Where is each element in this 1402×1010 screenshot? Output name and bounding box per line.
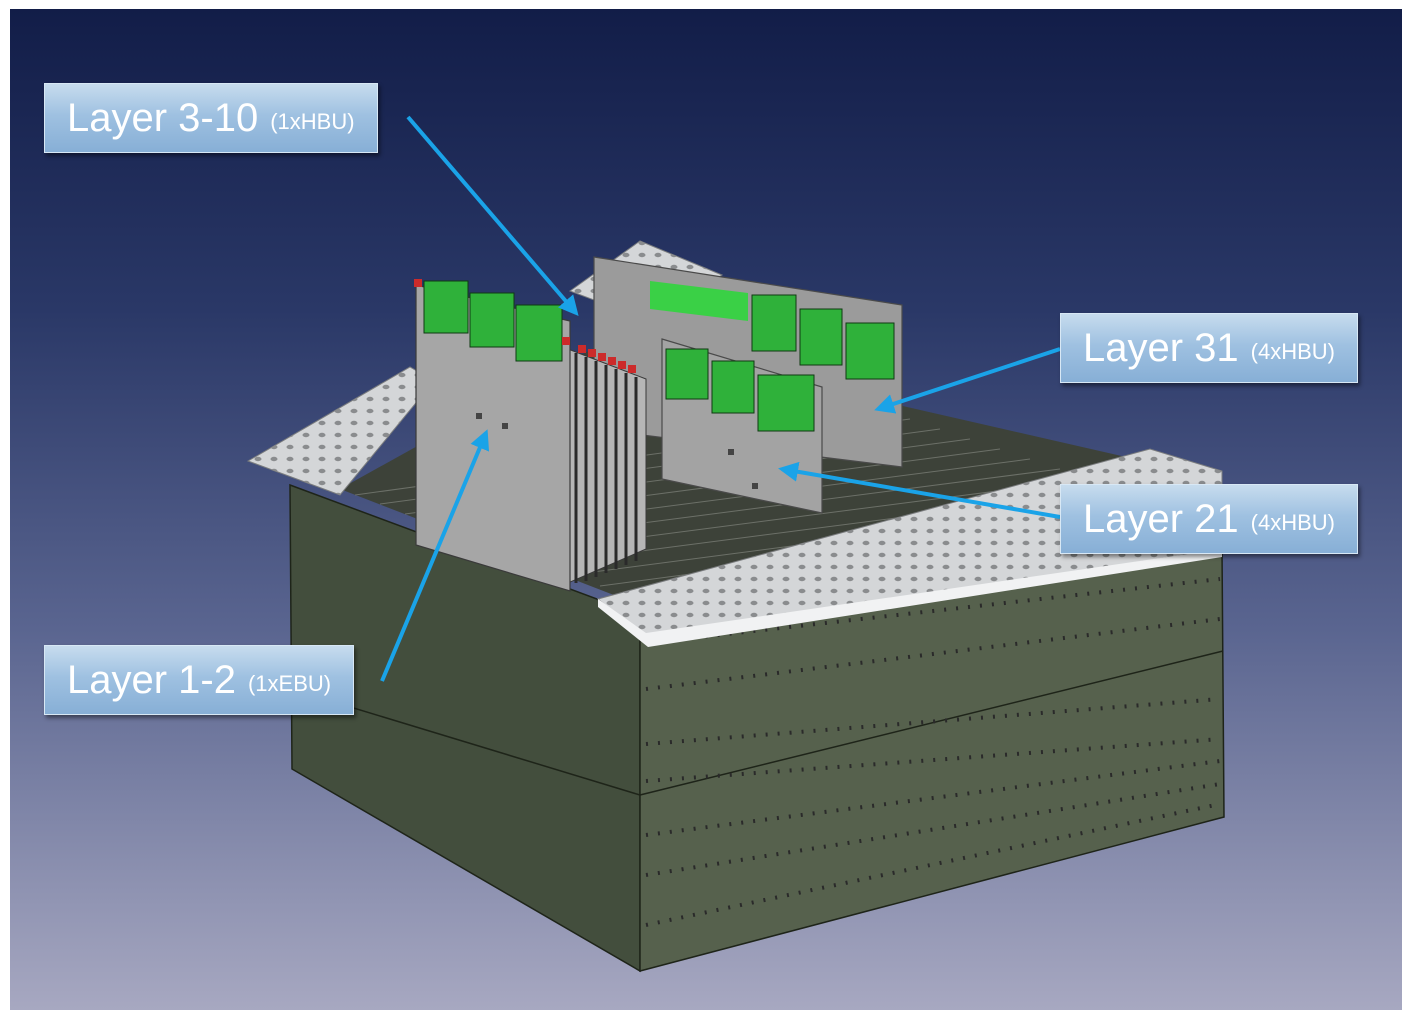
callout-layer-3-10-title: Layer 3-10 bbox=[67, 95, 259, 140]
panel-connectors bbox=[476, 413, 758, 489]
callout-layer-21-title: Layer 21 bbox=[1083, 496, 1239, 541]
arrow-layer-1-2 bbox=[380, 429, 490, 682]
callout-layer-3-10-detail: (1xHBU) bbox=[270, 109, 355, 134]
callout-layer-21: Layer 21 (4xHBU) bbox=[1060, 484, 1359, 554]
callout-layer-1-2-detail: (1xEBU) bbox=[247, 671, 332, 696]
callout-layer-1-2: Layer 1-2 (1xEBU) bbox=[44, 645, 355, 715]
callout-layer-3-10: Layer 3-10 (1xHBU) bbox=[44, 83, 378, 153]
arrow-layer-31 bbox=[874, 347, 1061, 414]
hbu-boards-layer-21 bbox=[665, 348, 815, 432]
top-plate-left-holes bbox=[248, 367, 434, 495]
front-seam bbox=[639, 650, 1224, 796]
callout-layer-31: Layer 31 (4xHBU) bbox=[1060, 313, 1359, 383]
callout-layer-31-title: Layer 31 bbox=[1083, 325, 1239, 370]
hbu-green-strip bbox=[650, 281, 748, 321]
callout-arrows bbox=[380, 115, 1061, 682]
front-hole-rows bbox=[645, 577, 1221, 927]
top-plate-front-edge bbox=[598, 549, 1222, 647]
hbu-boards-front bbox=[414, 279, 570, 362]
slide-background: Layer 3-10 (1xHBU) Layer 31 (4xHBU) Laye… bbox=[10, 9, 1402, 1010]
cassette-stack-layer-3-10 bbox=[567, 345, 647, 584]
hbu-boards-layer-31 bbox=[751, 294, 895, 380]
callout-layer-1-2-title: Layer 1-2 bbox=[67, 657, 236, 702]
arrow-layer-21 bbox=[778, 461, 1061, 519]
arrow-layer-3-10 bbox=[406, 115, 579, 317]
callout-layer-21-detail: (4xHBU) bbox=[1250, 510, 1336, 535]
callout-layer-31-detail: (4xHBU) bbox=[1250, 339, 1336, 364]
